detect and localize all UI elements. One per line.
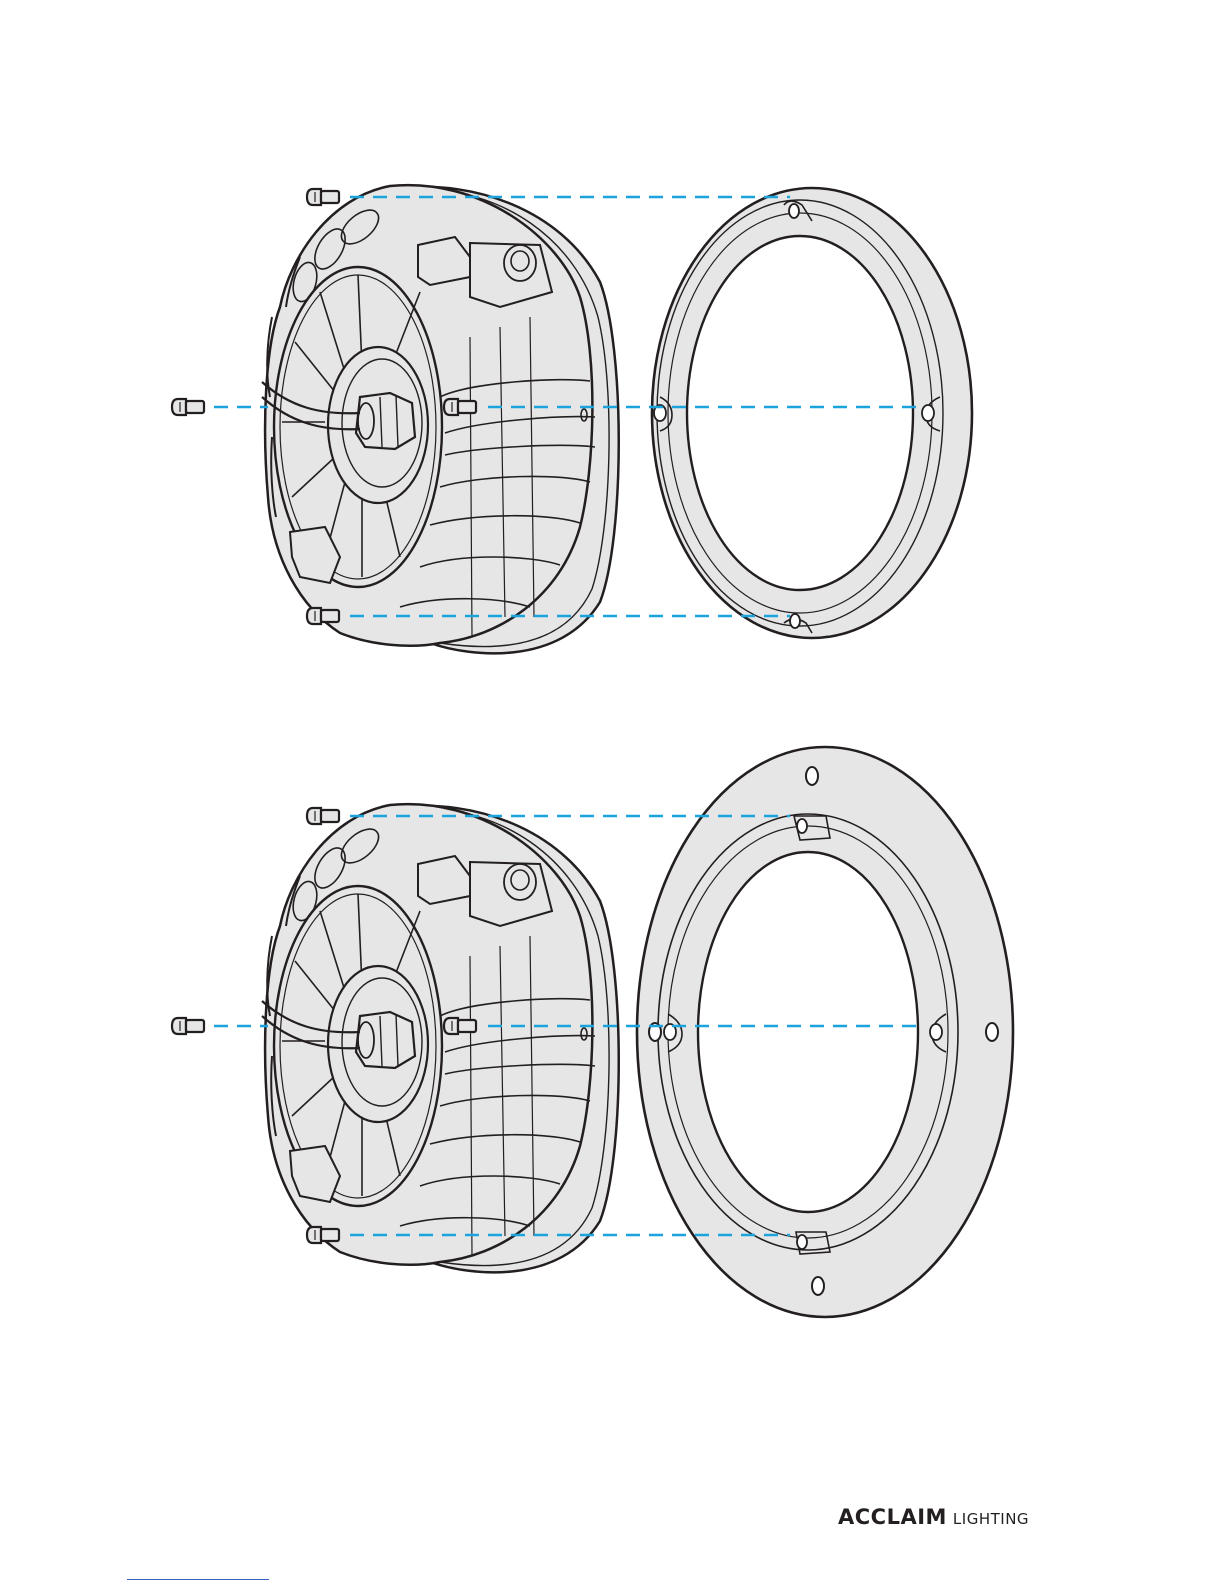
screw-center — [444, 399, 476, 415]
brand-name-bold: ACCLAIM — [838, 1505, 947, 1529]
flange-plate — [637, 747, 1013, 1317]
assembly-flange-plate — [172, 747, 1013, 1317]
assembly-trim-ring — [172, 185, 972, 653]
brand-name-light: LIGHTING — [953, 1510, 1029, 1528]
screw-center — [444, 1018, 476, 1034]
brand-logo: ACCLAIM LIGHTING — [838, 1505, 1029, 1529]
screw-bottom — [307, 1227, 339, 1243]
screw-top — [307, 189, 339, 205]
screw-left — [172, 399, 204, 415]
screw-top — [307, 808, 339, 824]
footer-link-underline — [127, 1579, 269, 1580]
trim-ring — [652, 188, 972, 638]
screw-left — [172, 1018, 204, 1034]
light-fixture-body — [262, 804, 619, 1272]
screw-bottom — [307, 608, 339, 624]
light-fixture-body — [262, 185, 619, 653]
